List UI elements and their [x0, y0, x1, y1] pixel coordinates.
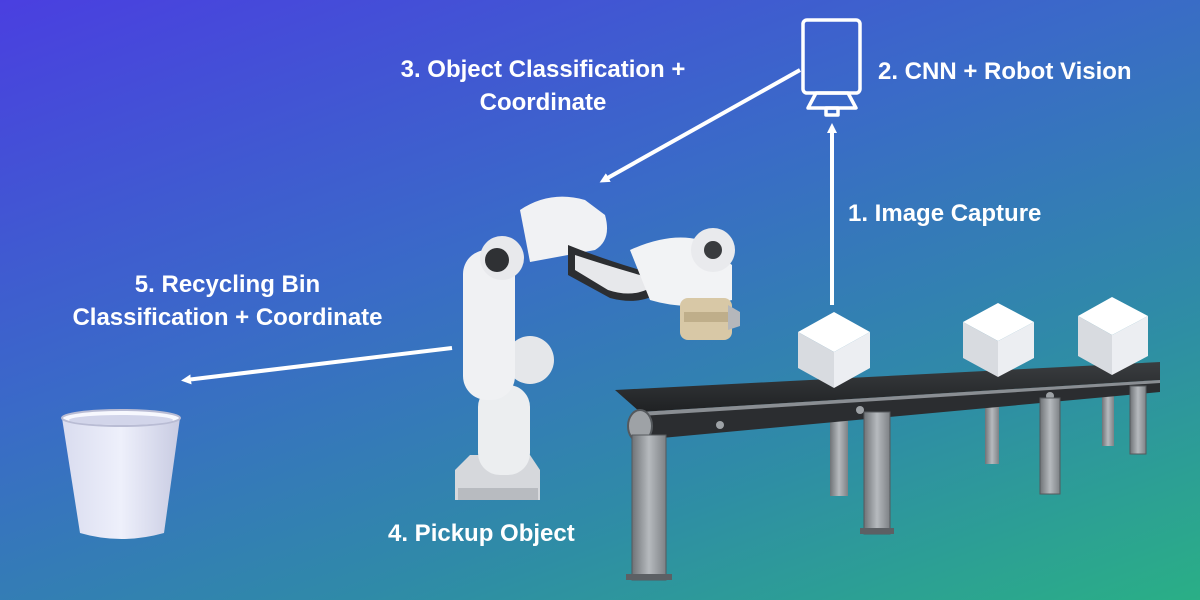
step-object-classification-label: 3. Object Classification + Coordinate — [365, 53, 721, 119]
step-cnn-vision-label: 2. CNN + Robot Vision — [878, 58, 1132, 85]
step-recycling-bin-line2: Classification + Coordinate — [72, 304, 383, 331]
camera-icon — [801, 18, 862, 117]
conveyor-belt — [615, 362, 1160, 581]
cube — [963, 303, 1034, 377]
cube — [798, 312, 870, 388]
step-recycling-bin-line1: 5. Recycling Bin — [134, 271, 321, 298]
cube — [1078, 297, 1148, 375]
arrow-bin — [181, 346, 453, 385]
step-object-classification-line2: Coordinate — [479, 89, 607, 116]
recycling-bin — [61, 409, 181, 539]
arrow-classification — [599, 68, 801, 183]
step-recycling-bin-label: 5. Recycling Bin Classification + Coordi… — [50, 268, 405, 334]
step-pickup-object-label: 4. Pickup Object — [388, 520, 575, 547]
robot-arm — [455, 196, 740, 500]
step-object-classification-line1: 3. Object Classification + — [400, 56, 686, 83]
step-image-capture-label: 1. Image Capture — [848, 200, 1042, 227]
